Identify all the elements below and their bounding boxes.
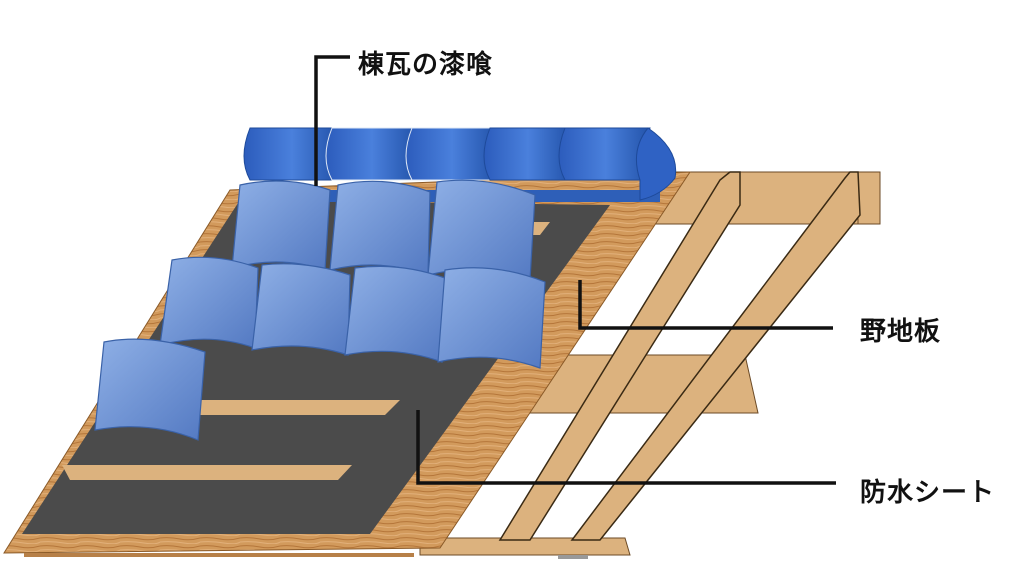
label-sheathing-board: 野地板 xyxy=(860,317,942,347)
label-waterproof-sheet: 防水シート xyxy=(860,478,996,508)
leader-lines xyxy=(314,55,836,485)
rafter-frame xyxy=(419,171,881,559)
roof-tiles xyxy=(94,179,546,441)
label-ridge-tile-mortar: 棟瓦の漆喰 xyxy=(358,50,494,80)
